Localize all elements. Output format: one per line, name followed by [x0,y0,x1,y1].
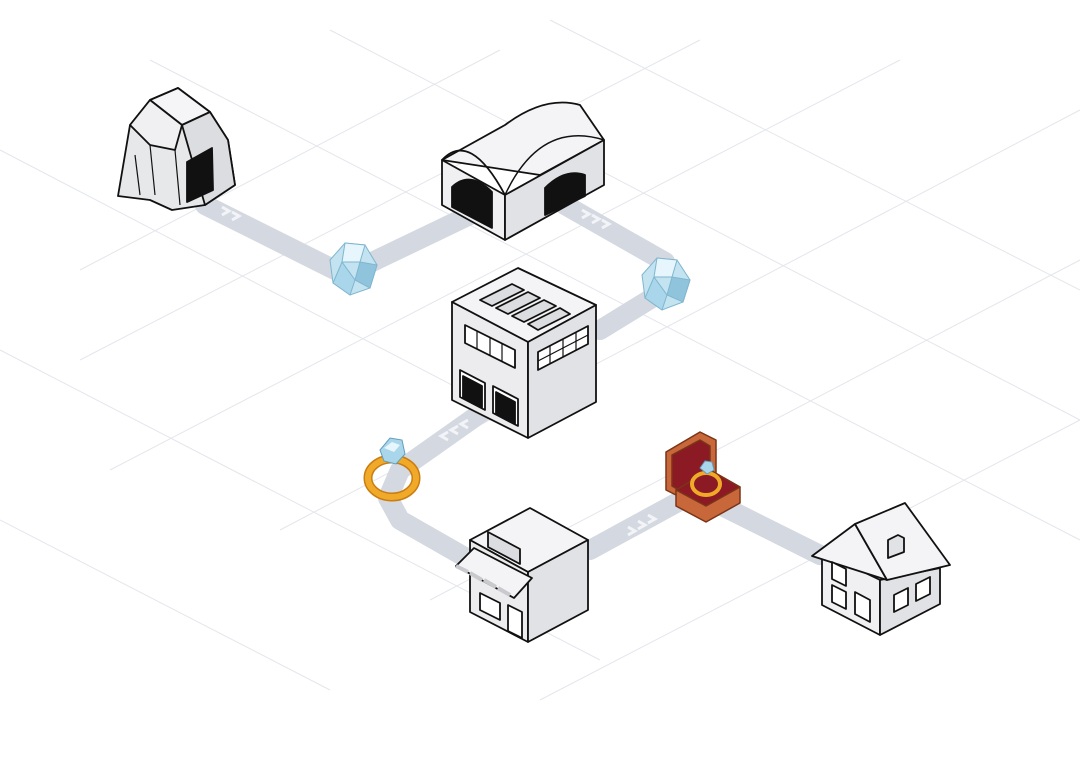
chevron-arrow [457,418,469,430]
isometric-grid [0,19,1080,701]
chevron-arrow [637,519,649,531]
chevron-arrow [231,210,243,222]
mine-cave-icon [117,87,236,211]
store-icon [455,507,589,643]
ring-box-icon [665,431,741,523]
chevron-arrow [581,208,593,220]
warehouse-icon [441,101,605,241]
raw-gemstone-icon [641,257,691,311]
factory-icon [451,267,597,439]
raw-gemstone-icon [329,242,378,296]
flow-chevrons [221,205,659,537]
chevron-arrow [591,213,603,225]
chevron-arrow [221,205,233,217]
chevron-arrow [447,424,459,436]
gold-ring-icon [363,437,421,502]
path-factory-to-store [378,400,495,570]
chevron-arrow [647,513,659,525]
chevron-arrow [601,218,613,230]
chevron-arrow [437,430,449,442]
house-icon [811,502,951,636]
chevron-arrow [627,525,639,537]
